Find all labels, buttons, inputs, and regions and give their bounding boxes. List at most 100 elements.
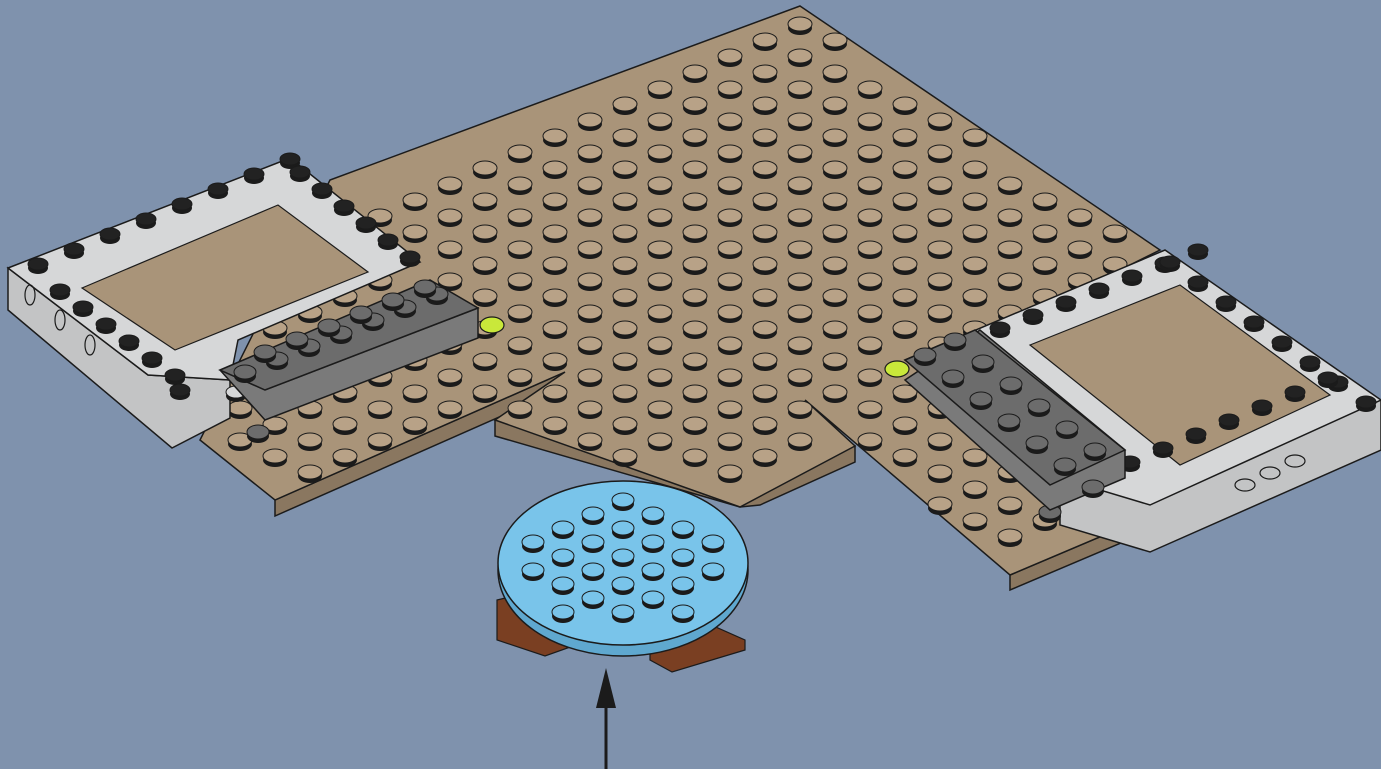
tan-stud <box>1033 257 1057 271</box>
black-stud <box>1244 316 1264 328</box>
tan-stud <box>788 401 812 415</box>
black-stud <box>990 322 1010 334</box>
gray-stud <box>998 414 1020 428</box>
gray-stud <box>1054 458 1076 472</box>
blue-stud <box>582 507 604 521</box>
tan-stud <box>788 241 812 255</box>
tan-stud <box>963 513 987 527</box>
gray-stud <box>234 365 256 379</box>
tan-stud <box>613 257 637 271</box>
gray-stud <box>286 332 308 346</box>
gray-stud <box>350 306 372 320</box>
black-stud <box>1186 428 1206 440</box>
tan-stud <box>718 401 742 415</box>
lime-connector-left <box>480 317 504 333</box>
tan-stud <box>718 337 742 351</box>
black-stud <box>356 217 376 229</box>
tan-stud <box>578 401 602 415</box>
black-stud <box>165 369 185 381</box>
tan-stud <box>578 273 602 287</box>
tan-stud <box>473 289 497 303</box>
tan-stud <box>683 225 707 239</box>
tan-stud <box>543 161 567 175</box>
tan-stud <box>823 97 847 111</box>
tan-stud <box>508 241 532 255</box>
blue-stud <box>672 577 694 591</box>
blue-stud <box>552 521 574 535</box>
black-stud <box>1219 414 1239 426</box>
tan-stud <box>858 273 882 287</box>
blue-stud <box>522 563 544 577</box>
tan-stud <box>578 305 602 319</box>
tan-stud <box>998 273 1022 287</box>
tan-stud <box>893 129 917 143</box>
black-stud <box>1356 396 1376 408</box>
tan-stud <box>858 369 882 383</box>
gray-stud <box>942 370 964 384</box>
tan-stud <box>858 401 882 415</box>
tan-stud <box>788 209 812 223</box>
tan-stud <box>718 273 742 287</box>
tan-stud <box>648 401 672 415</box>
blue-stud <box>582 535 604 549</box>
tan-stud <box>1033 225 1057 239</box>
tan-stud <box>893 417 917 431</box>
tan-stud <box>823 385 847 399</box>
tan-stud <box>823 161 847 175</box>
tan-stud <box>788 49 812 63</box>
tan-stud <box>893 257 917 271</box>
tan-stud <box>613 97 637 111</box>
black-stud <box>1318 372 1338 384</box>
black-stud <box>119 335 139 347</box>
tan-stud <box>718 49 742 63</box>
black-stud <box>334 200 354 212</box>
tan-stud <box>928 145 952 159</box>
tan-stud <box>753 225 777 239</box>
tan-stud <box>963 289 987 303</box>
black-stud <box>1122 270 1142 282</box>
tan-stud <box>508 337 532 351</box>
tan-stud <box>928 273 952 287</box>
tan-stud <box>613 385 637 399</box>
tan-stud <box>613 321 637 335</box>
tan-stud <box>613 449 637 463</box>
tan-stud <box>683 417 707 431</box>
tan-stud <box>613 161 637 175</box>
gray-stud <box>970 392 992 406</box>
tan-stud <box>753 321 777 335</box>
tan-stud <box>718 369 742 383</box>
black-stud <box>378 234 398 246</box>
tan-stud <box>823 33 847 47</box>
tan-stud <box>473 161 497 175</box>
tan-stud <box>928 209 952 223</box>
tan-stud <box>1068 241 1092 255</box>
tan-stud <box>963 161 987 175</box>
black-stud <box>50 284 70 296</box>
tan-stud <box>788 145 812 159</box>
black-stud <box>172 198 192 210</box>
tan-stud <box>823 289 847 303</box>
gray-stud <box>247 425 269 439</box>
black-stud <box>1252 400 1272 412</box>
tan-stud <box>1103 225 1127 239</box>
tan-stud <box>333 449 357 463</box>
tan-stud <box>823 65 847 79</box>
black-stud <box>142 352 162 364</box>
tan-stud <box>753 161 777 175</box>
tan-stud <box>578 337 602 351</box>
tan-stud <box>613 225 637 239</box>
tan-stud <box>578 113 602 127</box>
tan-stud <box>998 497 1022 511</box>
blue-stud <box>522 535 544 549</box>
tan-stud <box>928 465 952 479</box>
tan-stud <box>543 417 567 431</box>
tan-stud <box>858 145 882 159</box>
tan-stud <box>368 433 392 447</box>
tan-stud <box>438 209 462 223</box>
tan-stud <box>473 225 497 239</box>
black-stud <box>1160 256 1180 268</box>
tan-stud <box>928 241 952 255</box>
tan-stud <box>893 97 917 111</box>
black-stud <box>1188 276 1208 288</box>
